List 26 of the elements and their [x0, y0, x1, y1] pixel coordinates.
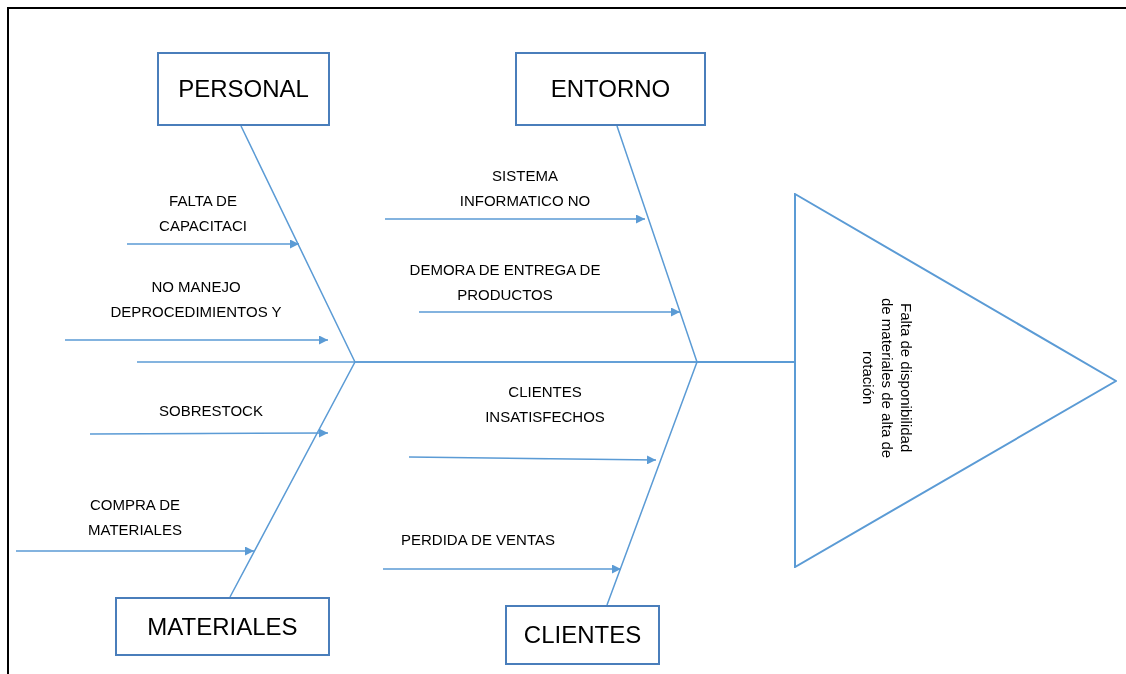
category-box — [505, 605, 660, 665]
arrow — [126, 239, 300, 249]
category-label: MATERIALES — [147, 612, 298, 641]
cause-label: SISTEMA INFORMATICO NO — [450, 163, 600, 216]
cause-label: NO MANEJO DEPROCEDIMIENTOS Y — [103, 274, 289, 337]
cause-label: FALTA DE CAPACITACI — [150, 188, 256, 241]
category-label: ENTORNO — [550, 75, 671, 103]
arrow — [64, 335, 329, 345]
cause-label: CLIENTES INSATISFECHOS — [475, 379, 615, 454]
cause-label: COMPRA DE MATERIALES — [77, 492, 193, 548]
category-box — [157, 52, 330, 126]
category-box — [115, 597, 330, 656]
effect-text: Falta de disponibilidad de materiales de alta de rotación — [859, 296, 916, 461]
cause-label: PERDIDA DE VENTAS — [388, 527, 568, 566]
category-label: CLIENTES — [523, 621, 642, 649]
arrow — [408, 455, 657, 465]
category-box — [515, 52, 706, 126]
arrow — [384, 214, 646, 224]
arrow — [418, 307, 681, 317]
arrow — [89, 428, 329, 438]
category-label: PERSONAL — [178, 75, 309, 103]
arrow — [382, 564, 622, 574]
arrow — [15, 546, 255, 556]
cause-label: SOBRESTOCK — [156, 398, 266, 431]
cause-label: DEMORA DE ENTREGA DE PRODUCTOS — [387, 257, 623, 309]
effect-triangle — [794, 193, 1117, 568]
